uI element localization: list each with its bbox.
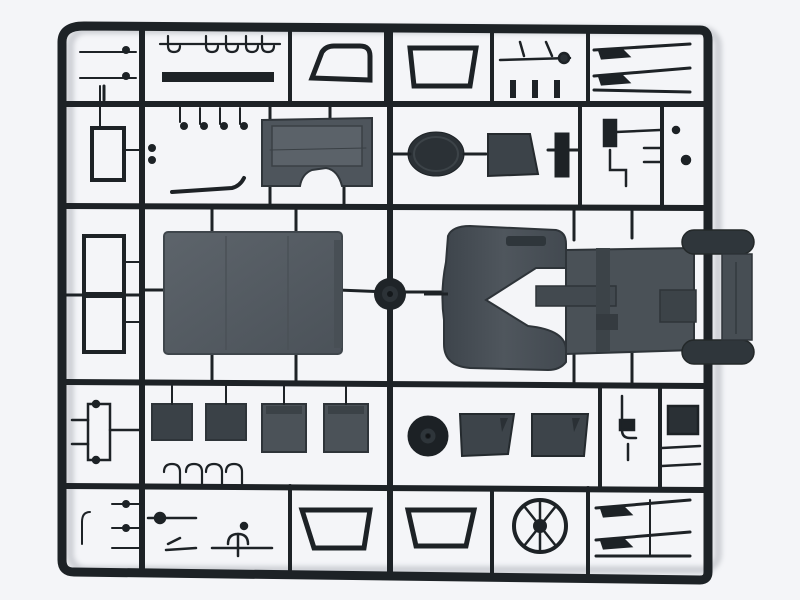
wheel-hub — [374, 278, 406, 310]
fourth-row-parts — [70, 385, 702, 486]
rifles-top — [592, 42, 692, 94]
fittings-right — [618, 394, 702, 468]
window-frame-3 — [298, 507, 373, 551]
crank-handles — [602, 118, 692, 188]
steering-wheel — [512, 498, 568, 554]
angled-panel — [487, 133, 540, 178]
hook-array-top — [158, 34, 282, 54]
top-row-parts — [79, 34, 692, 102]
outer-runner — [57, 21, 713, 585]
bottom-row-parts — [81, 498, 692, 558]
fender-left — [458, 413, 516, 458]
brackets-left — [70, 399, 144, 465]
rifles-bottom — [594, 498, 692, 558]
pins-bottom-left — [81, 500, 143, 549]
middle-row-parts — [82, 224, 755, 372]
storage-boxes — [151, 403, 369, 453]
small-fittings-bottom — [146, 511, 274, 558]
handle-bar — [170, 176, 246, 194]
cab-part — [261, 116, 373, 187]
window-frame-4 — [404, 507, 478, 549]
large-cargo-panel — [163, 231, 343, 355]
vertical-tools — [546, 132, 582, 178]
runner-h-4 — [63, 483, 707, 493]
window-frame-1 — [308, 43, 373, 83]
second-row-parts — [90, 85, 692, 194]
spare-wheel — [407, 415, 449, 457]
window-frame-2 — [407, 45, 479, 89]
runner-h-3 — [63, 379, 707, 389]
flat-bar — [162, 72, 274, 82]
cylinder-tank — [390, 131, 488, 177]
small-frame-left — [90, 126, 126, 182]
side-frame-left — [82, 234, 142, 354]
runner-h-2 — [63, 203, 707, 211]
vehicle-chassis — [441, 224, 755, 372]
pin-row — [179, 103, 248, 130]
tool-set — [498, 40, 572, 98]
fender-right — [531, 413, 590, 457]
hook-array-lower — [162, 462, 244, 486]
sprue-frame — [57, 21, 713, 585]
small-hooks-left — [79, 46, 137, 102]
